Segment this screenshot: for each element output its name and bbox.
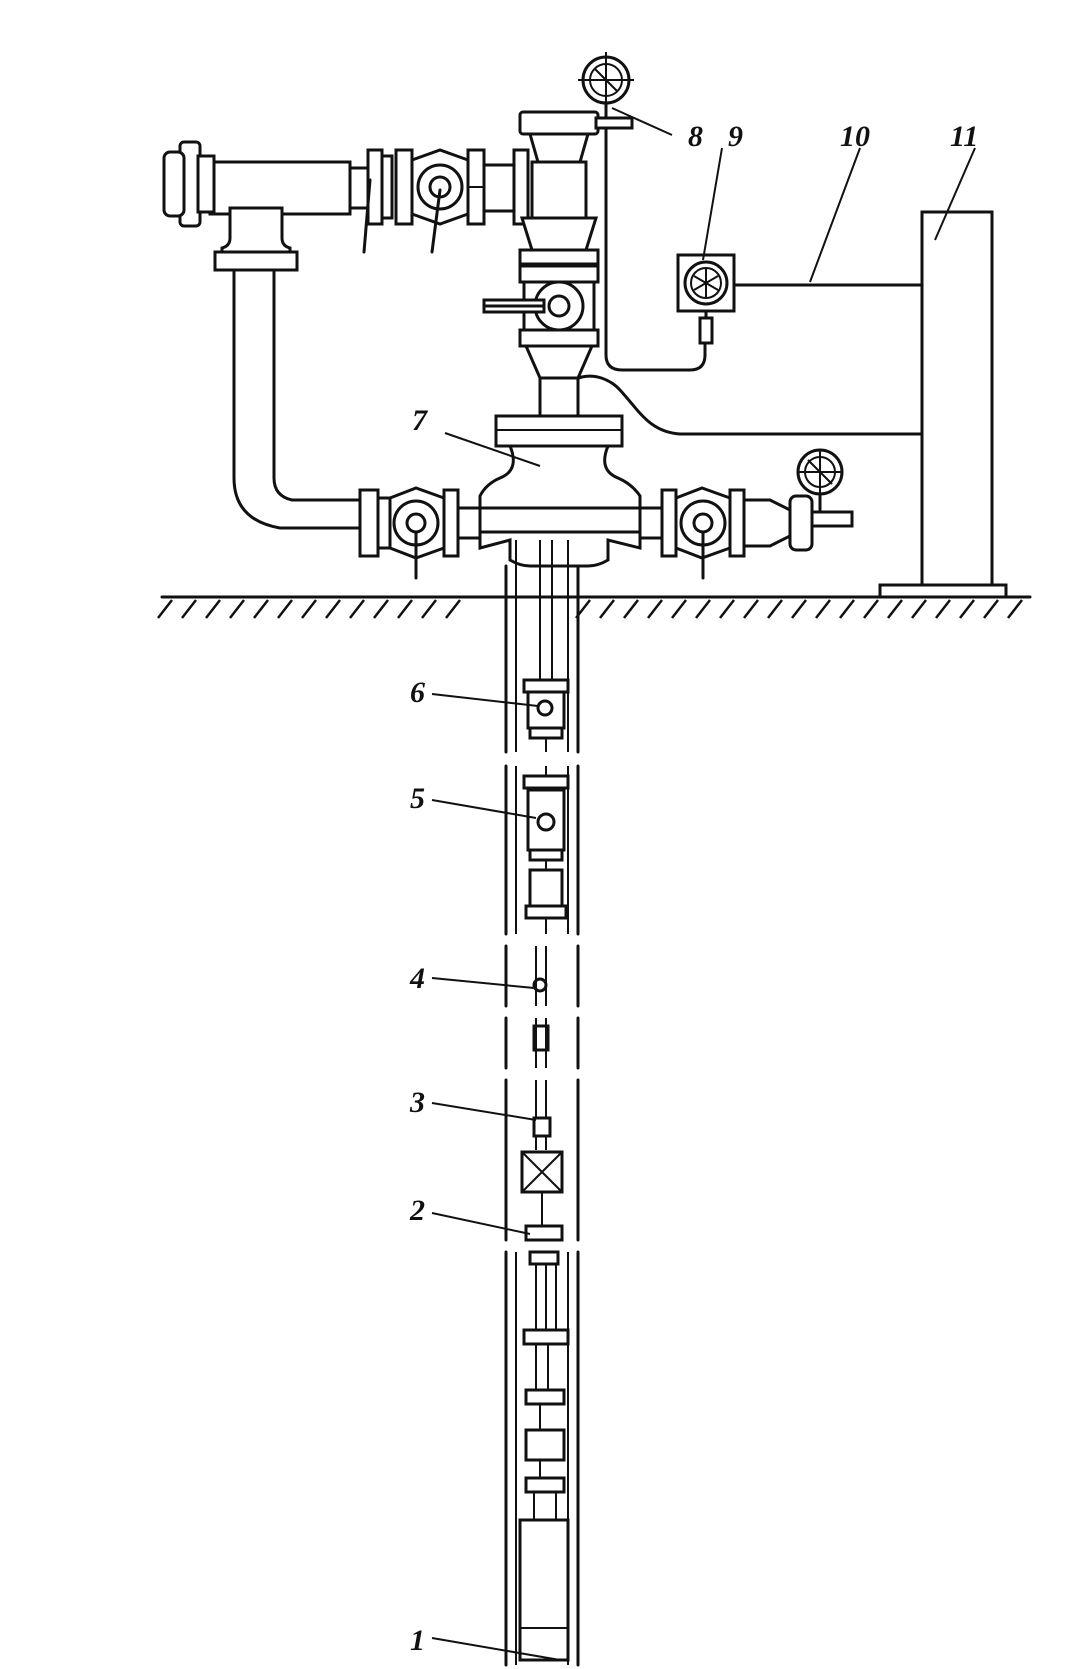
- callout-9: 9: [728, 120, 743, 153]
- callout-8: 8: [688, 120, 703, 153]
- callout-6: 6: [410, 676, 425, 709]
- callout-labels: 1 2 3 4 5 6 7 8 9 10 11: [409, 120, 978, 1657]
- wellbore: [504, 540, 580, 1667]
- pressure-sensor-box: [676, 253, 736, 345]
- leader-lines: [431, 107, 976, 1661]
- control-cabinet: [878, 210, 1008, 599]
- lower-left-wing: [232, 268, 482, 580]
- gate-valve-icon: [482, 264, 600, 348]
- callout-1: 1: [410, 1624, 425, 1657]
- gate-valve-icon: [388, 486, 446, 580]
- gate-valve-icon: [394, 148, 486, 254]
- callout-7: 7: [412, 404, 428, 437]
- pressure-gauge-icon: [683, 260, 729, 306]
- pressure-gauge-icon: [578, 52, 634, 108]
- callout-3: 3: [409, 1086, 425, 1119]
- callout-4: 4: [409, 962, 425, 995]
- callout-5: 5: [410, 782, 425, 815]
- callout-11: 11: [950, 120, 978, 153]
- callout-2: 2: [409, 1194, 425, 1227]
- capillary-line: [604, 113, 707, 372]
- gate-valve-icon: [674, 486, 732, 580]
- casing-head-cross: [474, 414, 644, 568]
- downhole-string: [518, 540, 570, 1662]
- lower-right-wing: [638, 448, 854, 580]
- upper-wing-line: [162, 140, 530, 272]
- christmas-tree: [482, 52, 634, 420]
- pressure-gauge-icon: [796, 448, 844, 496]
- ground-line: [157, 595, 1032, 619]
- callout-10: 10: [840, 120, 870, 153]
